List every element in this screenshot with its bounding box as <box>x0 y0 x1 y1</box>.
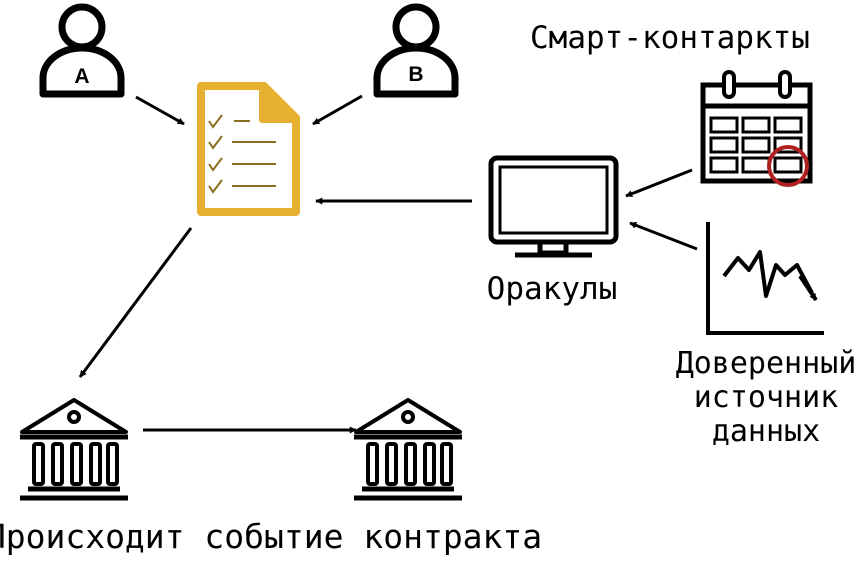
calendar <box>700 70 813 187</box>
diagram-title: Смарт-контаркты <box>530 20 810 56</box>
person-a-icon <box>39 3 125 98</box>
line-chart-icon <box>706 222 824 335</box>
bank-left <box>20 398 128 501</box>
trusted-data-source: Доверенный источник данных <box>676 222 857 449</box>
party-b-letter: B <box>408 63 423 86</box>
arrow-a-to-contract <box>135 95 185 126</box>
oracles: Оракулы <box>487 155 619 307</box>
oracles-label: Оракулы <box>487 271 618 307</box>
trusted-source-line-1: Доверенный <box>676 346 857 381</box>
contract-event-label: Происходит событие контракта <box>0 517 542 556</box>
arrow-b-to-contract <box>312 94 363 126</box>
party-b: B <box>373 3 459 98</box>
arrow-contract-to-bank <box>78 227 193 378</box>
person-b-icon <box>373 3 459 98</box>
bank-icon <box>354 398 462 501</box>
bank-right <box>354 398 462 501</box>
arrows <box>78 94 698 434</box>
calendar-icon <box>700 70 813 187</box>
party-a: A <box>39 3 125 98</box>
trusted-source-line-3: данных <box>712 414 820 449</box>
bank-icon <box>20 398 128 501</box>
contract-document <box>197 82 300 216</box>
arrow-calendar-to-oracles <box>625 168 693 198</box>
arrow-source-to-oracles <box>629 221 698 251</box>
monitor-icon <box>488 155 619 258</box>
trusted-source-line-2: источник <box>694 380 839 415</box>
document-checklist-icon <box>197 82 300 216</box>
party-a-letter: A <box>74 65 89 88</box>
